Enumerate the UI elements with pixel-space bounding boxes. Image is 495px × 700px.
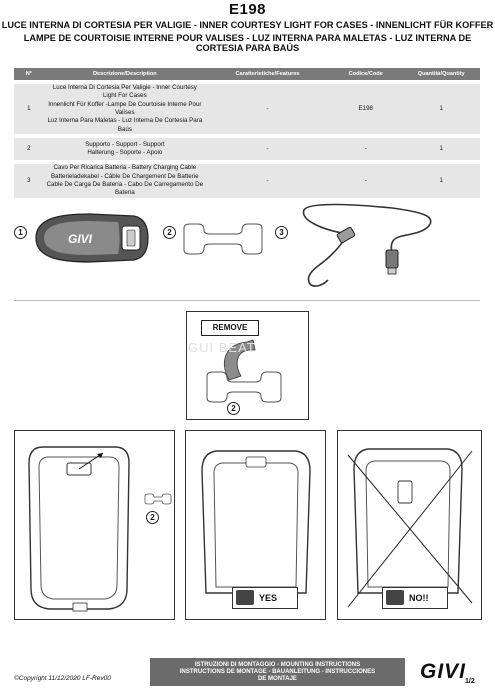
install-callout: 2 [146,511,159,524]
cell-code: - [329,134,403,163]
col-header-description: Descrizione/Description [43,68,207,82]
cell-description: Supporto - Support - Support Halterung -… [43,134,207,163]
cell-code: - [329,160,403,198]
watermark-text: GUI BEAT [188,340,256,355]
step-panel-yes: YES [185,430,326,620]
part-callout-3: 3 [275,226,288,239]
no-label: NO!! [409,593,429,603]
cell-no: 1 [14,79,44,137]
courtesy-light-illustration: GIVI [35,213,149,263]
product-code: E198 [228,1,267,18]
cell-qty: 1 [402,79,480,137]
remove-label: REMOVE [201,320,259,336]
yes-label: YES [259,593,278,603]
footer-line-3: DE MONTAJE [258,676,297,682]
col-header-no: N° [14,68,44,82]
no-badge: NO!! [382,587,448,609]
cell-no: 3 [14,160,44,198]
cell-features: - [206,79,330,137]
cell-no: 2 [14,134,44,163]
page-number: 1/2 [465,678,475,685]
remove-panel: REMOVE 2 [186,311,309,420]
title-line-1: LUCE INTERNA DI CORTESIA PER VALIGIE - I… [1,20,494,30]
charging-cable-illustration [302,203,432,287]
thumbs-up-icon [236,590,254,605]
title-line-2: LAMPE DE COURTOISIE INTERNE POUR VALISES… [23,33,472,53]
remove-bracket-illustration [206,339,282,403]
table-header-row: N° Descrizione/Description Caratteristic… [14,68,480,82]
givi-logo: GIVI [420,660,467,683]
cell-code: E198 [329,79,403,137]
part-callout-1: 1 [14,226,27,239]
cell-description: Cavo Per Ricarica Batteria - Battery Cha… [43,160,207,198]
small-bracket-illustration [144,493,172,505]
footer: ©Copyright 11/12/2020 LF-Rev00 ISTRUZION… [0,658,495,700]
part-callout-2: 2 [163,226,176,239]
col-header-quantity: Quantità/Quantity [402,68,480,82]
table-row: 3 Cavo Per Ricarica Batteria - Battery C… [14,160,480,198]
col-header-code: Codice/Code [329,68,403,82]
cell-features: - [206,160,330,198]
remove-callout: 2 [227,402,240,415]
col-header-features: Caratteristiche/Features [206,68,330,82]
cell-description: Luce Interna Di Cortesia Per Valigie - I… [43,79,207,137]
table-row: 1 Luce Interna Di Cortesia Per Valigie -… [14,79,480,137]
footer-line-1: ISTRUZIONI DI MONTAGGIO - MOUNTING INSTR… [194,662,361,668]
step-panel-install: 2 [14,430,175,620]
yes-badge: YES [232,587,298,609]
light-logo-text: GIVI [68,232,93,246]
thumbs-down-icon [386,590,404,605]
cell-qty: 1 [402,134,480,163]
support-bracket-illustration [183,223,263,255]
table-row: 2 Supporto - Support - Support Halterung… [14,134,480,163]
cell-qty: 1 [402,160,480,198]
cell-features: - [206,134,330,163]
case-lid-wrong-illustration [347,448,473,608]
footer-instructions-bar: ISTRUZIONI DI MONTAGGIO - MOUNTING INSTR… [150,658,405,686]
case-lid-correct-illustration [201,450,311,594]
step-panel-no: NO!! [337,430,482,620]
footer-line-2: INSTRUCTIONS DE MONTAGE - BAUANLEITUNG -… [179,669,376,675]
section-divider [14,300,480,301]
case-lid-illustration [28,446,130,612]
copyright-text: ©Copyright 11/12/2020 LF-Rev00 [14,675,111,682]
parts-table: N° Descrizione/Description Caratteristic… [14,68,480,198]
